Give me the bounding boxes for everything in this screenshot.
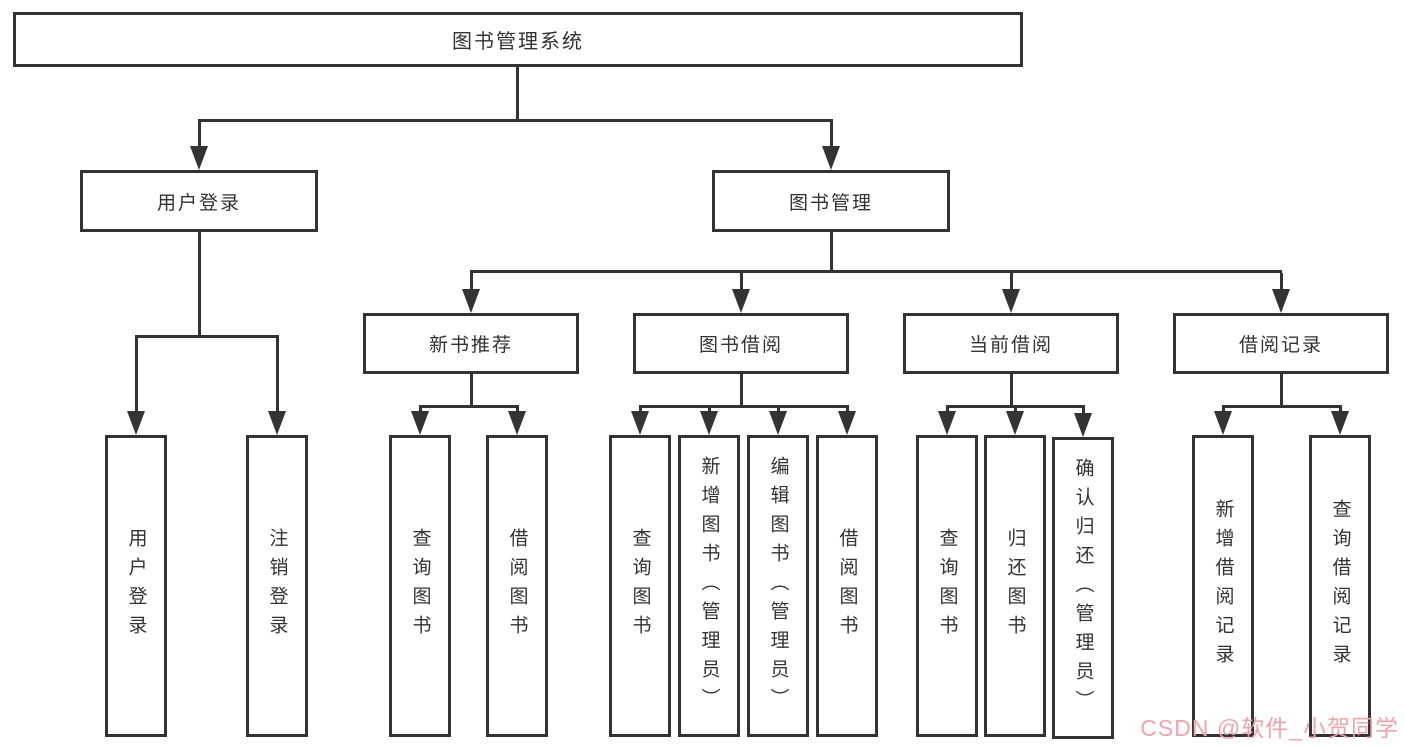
connector-user-login-stub xyxy=(198,122,201,148)
connector-level3-stub xyxy=(740,273,743,291)
node-root: 图书管理系统 xyxy=(13,12,1023,67)
leaf-bb-query-book: 查询图书 xyxy=(609,435,671,737)
node-root-label: 图书管理系统 xyxy=(452,31,584,53)
arrowhead-leaf-icon xyxy=(938,411,956,435)
arrowhead-leaf-icon xyxy=(411,411,429,435)
node-book-borrow: 图书借阅 xyxy=(633,313,849,374)
node-book-borrow-label: 图书借阅 xyxy=(698,335,783,356)
connector-book-management-stub xyxy=(830,122,833,148)
leaf-cb-query-book: 查询图书 xyxy=(916,435,978,737)
arrowhead-level3-icon xyxy=(732,289,750,313)
arrowhead-leaf-icon xyxy=(268,411,286,435)
csdn-watermark: CSDN @软件_小贺同学 xyxy=(1140,715,1399,741)
arrowhead-leaf-icon xyxy=(631,411,649,435)
connector-leaf-stub xyxy=(276,338,279,411)
connector-leaf-stub xyxy=(516,408,519,413)
arrowhead-level3-icon xyxy=(462,289,480,313)
leaf-rec-query-book-label: 查询图书 xyxy=(409,528,431,644)
arrowhead-level3-icon xyxy=(1002,289,1020,313)
connector-leaf-stub xyxy=(777,408,780,413)
node-current-borrow: 当前借阅 xyxy=(903,313,1119,374)
leaf-bb-edit-book-admin: 编辑图书（管理员） xyxy=(747,435,809,737)
leaf-user-login: 用户登录 xyxy=(105,435,167,737)
leaf-cb-return-book-label: 归还图书 xyxy=(1004,528,1026,644)
connector-leaf-stub xyxy=(135,338,138,411)
arrowhead-leaf-icon xyxy=(769,411,787,435)
node-book-management: 图书管理 xyxy=(712,170,950,232)
connector-group2-horizontal xyxy=(419,405,519,408)
connector-root-down xyxy=(516,67,519,121)
connector-leaf-stub xyxy=(419,408,422,413)
leaf-bb-borrow-book: 借阅图书 xyxy=(816,435,878,737)
connector-leaf-stub xyxy=(1339,408,1342,413)
leaf-cb-confirm-return-admin: 确认归还（管理员） xyxy=(1052,437,1114,739)
leaf-bb-borrow-book-label: 借阅图书 xyxy=(836,528,858,644)
connector-group5-horizontal xyxy=(1222,405,1342,408)
connector-group3-horizontal xyxy=(639,405,849,408)
connector-leaf-stub xyxy=(846,408,849,413)
connector-group1-horizontal xyxy=(135,335,279,338)
arrowhead-leaf-icon xyxy=(127,411,145,435)
arrowhead-leaf-icon xyxy=(1006,411,1024,435)
node-borrow-record: 借阅记录 xyxy=(1173,313,1389,374)
leaf-rec-borrow-book-label: 借阅图书 xyxy=(506,528,528,644)
leaf-cb-query-book-label: 查询图书 xyxy=(936,528,958,644)
arrowhead-book-management-icon xyxy=(822,146,840,170)
connector-borrow-record-down xyxy=(1280,368,1283,407)
arrowhead-leaf-icon xyxy=(508,411,526,435)
connector-level3-stub xyxy=(1280,273,1283,291)
node-user-login-label: 用户登录 xyxy=(156,192,241,214)
arrowhead-user-login-icon xyxy=(190,146,208,170)
connector-level2-horizontal xyxy=(198,119,833,122)
leaf-br-query-record-label: 查询借阅记录 xyxy=(1329,499,1351,673)
leaf-bb-edit-book-admin-label: 编辑图书（管理员） xyxy=(767,455,789,717)
connector-leaf-stub xyxy=(708,408,711,413)
connector-leaf-stub xyxy=(1082,408,1085,413)
connector-level3-horizontal xyxy=(470,270,1282,273)
leaf-bb-query-book-label: 查询图书 xyxy=(629,528,651,644)
connector-leaf-stub xyxy=(639,408,642,413)
leaf-cb-confirm-return-admin-label: 确认归还（管理员） xyxy=(1072,457,1094,719)
leaf-bb-add-book-admin-label: 新增图书（管理员） xyxy=(698,455,720,717)
connector-level3-stub xyxy=(470,273,473,291)
arrowhead-leaf-icon xyxy=(1331,411,1349,435)
leaf-br-add-record-label: 新增借阅记录 xyxy=(1212,499,1234,673)
connector-user-login-down xyxy=(198,226,201,335)
leaf-logout: 注销登录 xyxy=(246,435,308,737)
arrowhead-leaf-icon xyxy=(838,411,856,435)
leaf-rec-query-book: 查询图书 xyxy=(389,435,451,737)
leaf-br-add-record: 新增借阅记录 xyxy=(1192,435,1254,737)
leaf-br-query-record: 查询借阅记录 xyxy=(1309,435,1371,737)
connector-book-borrow-down xyxy=(740,368,743,407)
connector-level3-stub xyxy=(1010,273,1013,291)
node-current-borrow-label: 当前借阅 xyxy=(968,335,1053,356)
connector-leaf-stub xyxy=(1014,408,1017,413)
connector-book-management-down xyxy=(830,226,833,272)
leaf-logout-label: 注销登录 xyxy=(266,528,288,644)
connector-group4-horizontal xyxy=(946,405,1085,408)
node-borrow-record-label: 借阅记录 xyxy=(1238,335,1323,356)
leaf-user-login-label: 用户登录 xyxy=(125,528,147,644)
arrowhead-leaf-icon xyxy=(700,411,718,435)
node-user-login: 用户登录 xyxy=(80,170,318,232)
node-new-book-recommend: 新书推荐 xyxy=(363,313,579,374)
connector-new-rec-down xyxy=(470,368,473,407)
arrowhead-leaf-icon xyxy=(1214,411,1232,435)
connector-leaf-stub xyxy=(946,408,949,413)
node-book-management-label: 图书管理 xyxy=(788,192,873,214)
connector-leaf-stub xyxy=(1222,408,1225,413)
connector-current-borrow-down xyxy=(1010,368,1013,407)
arrowhead-leaf-icon xyxy=(1074,413,1092,437)
arrowhead-level3-icon xyxy=(1272,289,1290,313)
leaf-bb-add-book-admin: 新增图书（管理员） xyxy=(678,435,740,737)
leaf-cb-return-book: 归还图书 xyxy=(984,435,1046,737)
leaf-rec-borrow-book: 借阅图书 xyxy=(486,435,548,737)
node-new-book-recommend-label: 新书推荐 xyxy=(428,335,513,356)
